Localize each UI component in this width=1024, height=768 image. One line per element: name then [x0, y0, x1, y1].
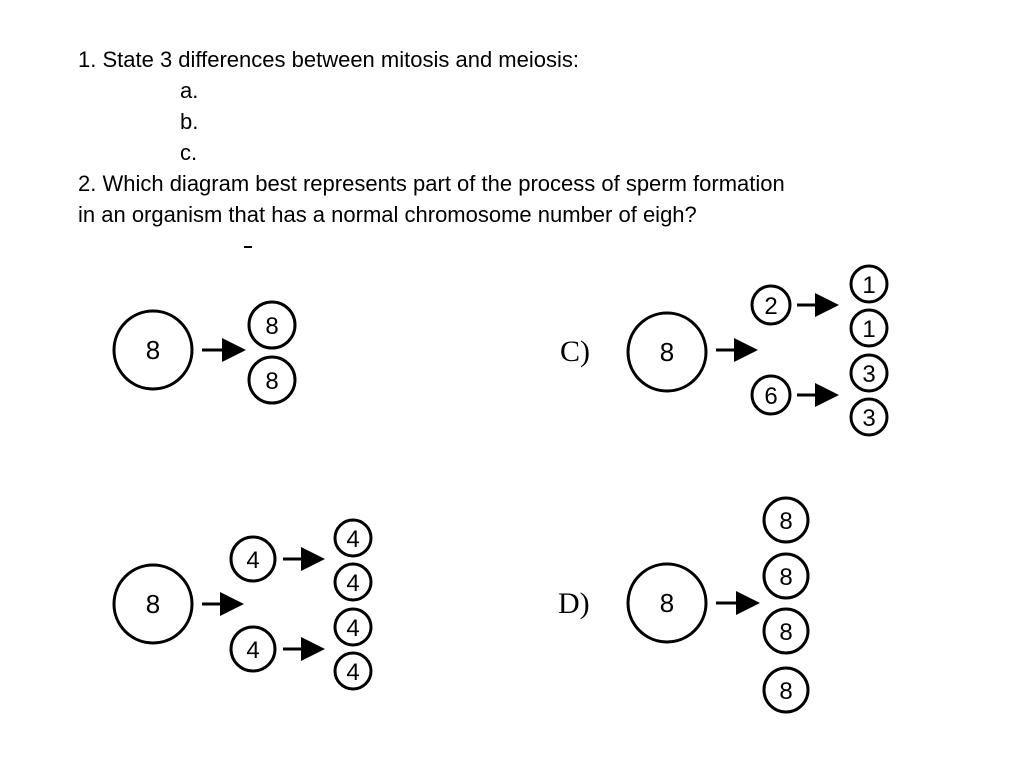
sperm-cell [849, 264, 889, 304]
secondary-cell [229, 625, 277, 673]
secondary-cell [750, 374, 792, 416]
parent-cell [112, 309, 194, 391]
sperm-cell [333, 651, 373, 691]
sperm-cell [849, 397, 889, 437]
sperm-cell-label: 1 [862, 316, 875, 343]
diagram-option-b: 8 4 4 4 4 4 4 [112, 518, 373, 691]
secondary-cell-label: 2 [764, 293, 777, 320]
scan-mark [244, 246, 252, 248]
sperm-cell-label: 8 [779, 508, 792, 535]
parent-cell-label: 8 [660, 588, 674, 618]
sperm-cell-label: 8 [779, 678, 792, 705]
sperm-cell [762, 496, 810, 544]
question-2-line-1: 2. Which diagram best represents part of… [78, 171, 785, 196]
answer-item-c: c. [180, 140, 198, 165]
parent-cell [626, 311, 708, 393]
sperm-cell [333, 607, 373, 647]
sperm-cell-label: 4 [346, 526, 359, 553]
sperm-cell [849, 353, 889, 393]
sperm-cell-label: 1 [862, 272, 875, 299]
sperm-cell [762, 552, 810, 600]
sperm-cell [762, 666, 810, 714]
diagram-option-a: 8 8 8 [112, 300, 297, 405]
secondary-cell [229, 535, 277, 583]
diagram-option-c: C) 8 2 6 1 1 3 3 [560, 264, 889, 437]
daughter-cell [247, 300, 297, 350]
option-label-d: D) [558, 587, 590, 620]
sperm-cell [333, 562, 373, 602]
sperm-cell-label: 4 [346, 659, 359, 686]
question-2-line-2: in an organism that has a normal chromos… [78, 202, 697, 227]
sperm-cell-label: 8 [779, 619, 792, 646]
secondary-cell-label: 4 [246, 547, 259, 574]
parent-cell [112, 563, 194, 645]
sperm-cell-label: 3 [862, 361, 875, 388]
sperm-cell-label: 3 [862, 405, 875, 432]
sperm-cell [762, 607, 810, 655]
answer-item-a: a. [180, 78, 199, 103]
parent-cell [626, 562, 708, 644]
parent-cell-label: 8 [660, 337, 674, 367]
daughter-cell [247, 355, 297, 405]
option-label-c: C) [560, 335, 590, 368]
daughter-cell-label: 8 [265, 313, 278, 340]
daughter-cell-label: 8 [265, 368, 278, 395]
secondary-cell [750, 284, 792, 326]
answer-item-b: b. [180, 109, 199, 134]
parent-cell-label: 8 [146, 335, 160, 365]
sperm-cell [333, 518, 373, 558]
secondary-cell-label: 6 [764, 383, 777, 410]
question-1: 1. State 3 differences between mitosis a… [78, 47, 579, 72]
sperm-cell-label: 8 [779, 564, 792, 591]
sperm-cell-label: 4 [346, 615, 359, 642]
secondary-cell-label: 4 [246, 637, 259, 664]
sperm-cell-label: 4 [346, 570, 359, 597]
parent-cell-label: 8 [146, 589, 160, 619]
sperm-cell [849, 308, 889, 348]
diagram-option-d: D) 8 8 8 8 8 [558, 496, 810, 714]
